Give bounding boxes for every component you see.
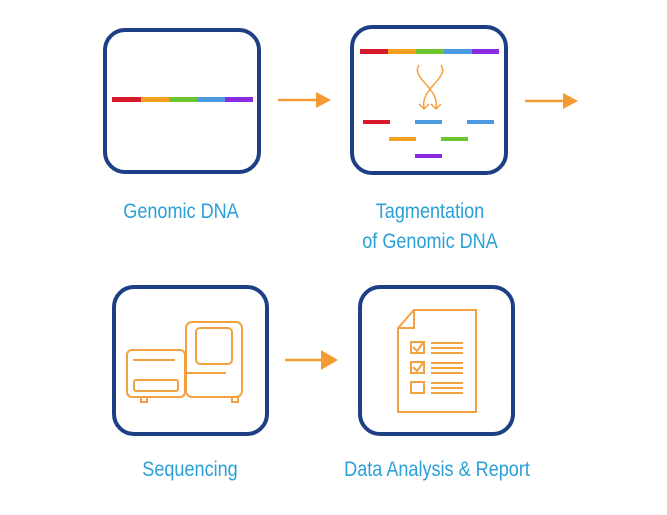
sequencer-icon — [126, 321, 243, 403]
step-sequencing-box — [112, 285, 269, 436]
step-tagmentation-box — [350, 25, 508, 175]
step-data-analysis-box — [358, 285, 515, 436]
dna-strand-icon — [112, 97, 253, 102]
checklist-report-icon — [397, 309, 477, 413]
step-label-data-analysis: Data Analysis & Report — [344, 458, 530, 481]
arrow-icon — [278, 92, 331, 108]
step-genomic-dna-box — [103, 28, 261, 174]
step-label-tagmentation-line2: of Genomic DNA — [362, 230, 498, 253]
arrow-icon — [525, 93, 578, 109]
tagmentation-icon — [360, 49, 499, 158]
arrow-icon — [285, 350, 338, 370]
step-label-sequencing: Sequencing — [142, 458, 238, 481]
step-label-tagmentation-line1: Tagmentation — [375, 200, 485, 223]
step-label-genomic-dna: Genomic DNA — [123, 200, 239, 223]
